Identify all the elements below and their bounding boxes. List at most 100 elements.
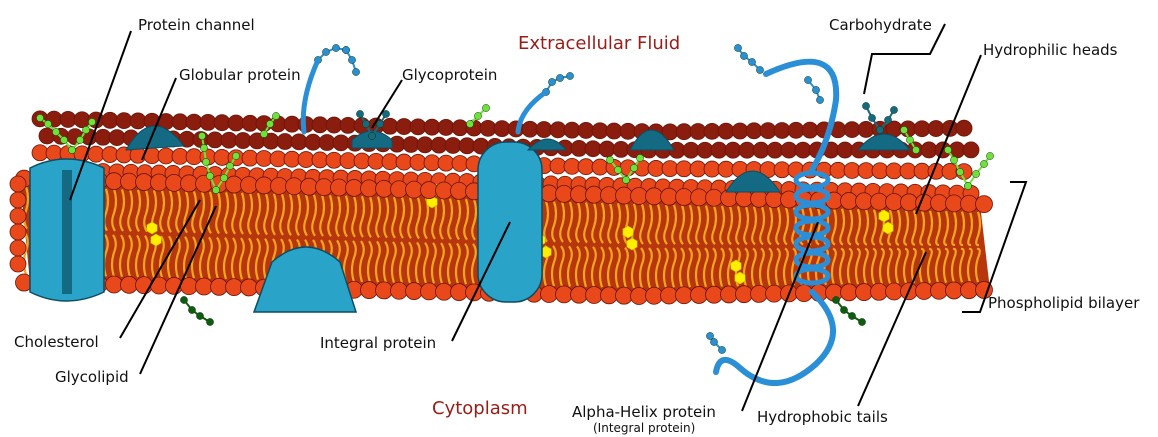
glycolipid-sugar-bead [614, 166, 621, 173]
alpha-helix-sugar-bead [734, 44, 741, 51]
top-phospholipid-head [606, 123, 622, 139]
lower-phospholipid-head [631, 287, 648, 304]
top-phospholipid-head [186, 149, 202, 165]
top-phospholipid-head [571, 140, 587, 156]
lower-phospholipid-head [706, 286, 723, 303]
top-phospholipid-head [74, 112, 90, 128]
cytoplasmic-sugar-bead [180, 296, 187, 303]
lower-phospholipid-head [556, 286, 573, 303]
glycoprotein-chain-bead [348, 56, 355, 63]
lower-phospholipid-head [676, 287, 693, 304]
top-phospholipid-head [480, 120, 496, 136]
top-phospholipid-head [578, 159, 594, 175]
alpha-helix-sugar-chain [738, 48, 760, 70]
top-phospholipid-head [228, 115, 244, 131]
top-phospholipid-head [704, 123, 720, 139]
lower-phospholipid-head [766, 285, 783, 302]
lower-phospholipid-head [616, 287, 633, 304]
top-phospholipid-head [942, 163, 958, 179]
upper-phospholipid-head [406, 181, 423, 198]
glycoprotein-chain-bead [342, 46, 349, 53]
cholesterol-label: Cholesterol [14, 333, 99, 351]
lower-phospholipid-head [211, 278, 228, 295]
top-phospholipid-head [732, 123, 748, 139]
glycolipid-sugar-bead [622, 176, 629, 183]
side-phospholipid-head [10, 192, 26, 208]
top-phospholipid-head [354, 153, 370, 169]
top-phospholipid-head [382, 154, 398, 170]
top-phospholipid-head [585, 141, 601, 157]
upper-phospholipid-head [871, 193, 888, 210]
top-phospholipid-head [382, 118, 398, 134]
lower-phospholipid-head [121, 276, 138, 293]
top-phospholipid-head [858, 163, 874, 179]
glycoprotein-chain-chain [318, 48, 346, 60]
top-phospholipid-head [648, 160, 664, 176]
alpha-helix-sugar-bead [706, 332, 713, 339]
lower-phospholipid-head [601, 287, 618, 304]
glycolipid-sugar-bead [36, 114, 43, 121]
lower-phospholipid-head [586, 286, 603, 303]
top-phospholipid-head [613, 141, 629, 157]
upper-phospholipid-head [436, 182, 453, 199]
top-phospholipid-head [340, 153, 356, 169]
carbohydrate-sugar-bead [862, 102, 869, 109]
top-phospholipid-head [116, 113, 132, 129]
top-phospholipid-head [200, 114, 216, 130]
top-phospholipid-head [172, 114, 188, 130]
alpha-helix-sugar-bead [804, 76, 811, 83]
alpha-helix-sugar-bead [812, 86, 819, 93]
top-phospholipid-head [690, 161, 706, 177]
top-phospholipid-head [914, 163, 930, 179]
glycolipid-sugar-bead [906, 136, 913, 143]
glycolipid-sugar-bead [900, 126, 907, 133]
upper-phospholipid-head [646, 188, 663, 205]
carbohydrate-sugar-bead [868, 114, 875, 121]
lower-phospholipid-head [466, 284, 483, 301]
upper-phospholipid-head [376, 180, 393, 197]
top-phospholipid-head [928, 121, 944, 137]
lower-phospholipid-head [541, 286, 558, 303]
top-phospholipid-head [620, 123, 636, 139]
side-phospholipid-head [10, 224, 26, 240]
glycolipid-sugar-bead [956, 168, 963, 175]
top-phospholipid-head [333, 135, 349, 151]
lower-phospholipid-head [451, 284, 468, 301]
lower-phospholipid-head [871, 283, 888, 300]
integral-protein-label: Integral protein [320, 334, 436, 352]
top-phospholipid-head [921, 142, 937, 158]
glycolipid-sugar-bead [220, 174, 227, 181]
lower-phospholipid-head [886, 283, 903, 300]
lower-phospholipid-head [751, 285, 768, 302]
top-phospholipid-head [207, 132, 223, 148]
top-phospholipid-head [256, 150, 272, 166]
top-phospholipid-head [291, 134, 307, 150]
carbohydrate-sugar-bead [884, 116, 891, 123]
top-phospholipid-head [312, 117, 328, 133]
top-phospholipid-head [403, 136, 419, 152]
top-phospholipid-head [683, 142, 699, 158]
cholesterol-ring [627, 238, 637, 250]
upper-phospholipid-head [451, 182, 468, 199]
top-phospholipid-head [564, 158, 580, 174]
top-phospholipid-head [452, 155, 468, 171]
alpha-helix-sugar-bead [816, 96, 823, 103]
lower-phospholipid-head [361, 282, 378, 299]
top-phospholipid-head [312, 152, 328, 168]
top-phospholipid-head [438, 155, 454, 171]
glycolipid-sugar-bead [944, 146, 951, 153]
top-phospholipid-head [592, 159, 608, 175]
top-phospholipid-head [88, 146, 104, 162]
glycolipid-sugar-bead [52, 128, 59, 135]
glycoprotein-chain-bead [548, 78, 555, 85]
glycolipid-sugar-bead [950, 156, 957, 163]
top-phospholipid-head [578, 122, 594, 138]
extracellular-fluid-label: Extracellular Fluid [518, 33, 680, 55]
upper-phospholipid-head [421, 182, 438, 199]
protein-channel-label: Protein channel [138, 16, 255, 34]
top-phospholipid-head [417, 137, 433, 153]
upper-phospholipid-head [751, 190, 768, 207]
upper-phospholipid-head [541, 185, 558, 202]
